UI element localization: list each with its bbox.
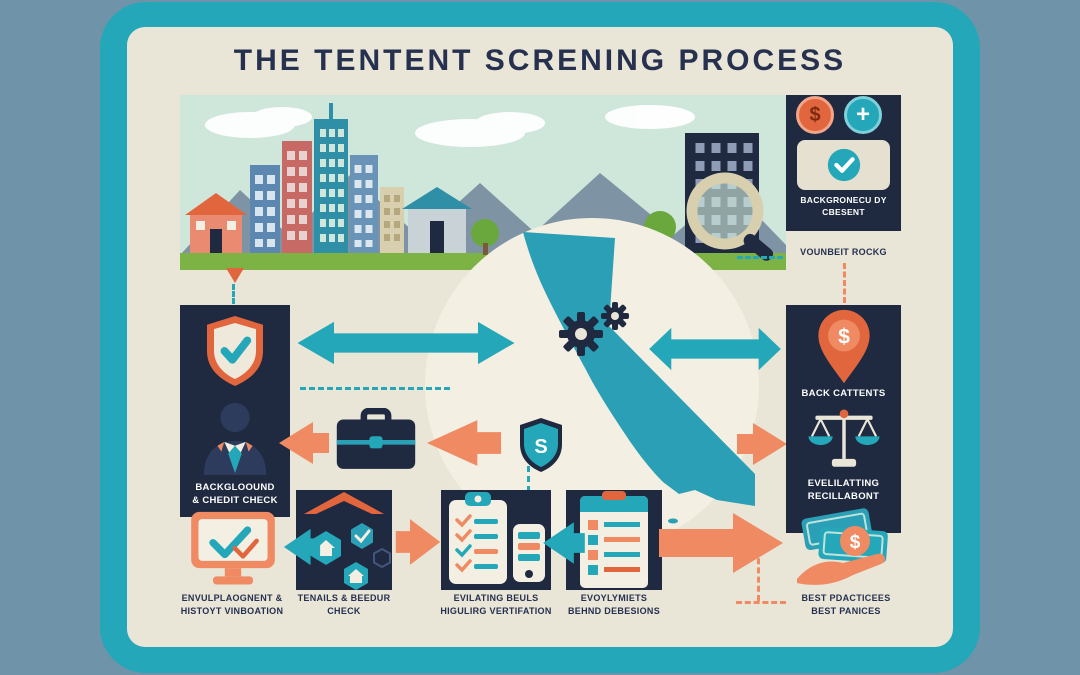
top-right-sidebar: $ + BACKGRONECU DY CBESENT [786, 95, 901, 231]
left-column-label: BACKGLOOUND & CHEDIT CHECK [192, 482, 278, 507]
california-map-icon [503, 226, 769, 526]
label-tenant-check: TENAILS & BEEDUR CHECK [297, 593, 391, 616]
orange-arrow-right-icon [735, 421, 789, 467]
dollar-badge-icon: $ [796, 96, 834, 134]
shield-check-icon [200, 310, 270, 392]
svg-text:$: $ [838, 325, 850, 348]
verified-card [797, 140, 890, 190]
plus-glyph: + [855, 101, 870, 128]
right-column-label-top: BACK CATTENTS [801, 388, 886, 399]
money-hand-icon: $ [793, 497, 897, 593]
down-arrow-icon [226, 268, 244, 283]
clipboard-phone-icon [449, 492, 545, 584]
shield-s-badge-icon: S [516, 416, 566, 474]
dashed-connector [232, 284, 235, 304]
plus-badge-icon: + [844, 96, 882, 134]
svg-text:$: $ [850, 532, 861, 553]
dollar-glyph: $ [809, 103, 821, 126]
orange-arrow-left-icon [424, 418, 504, 468]
cityscape-illustration [180, 95, 786, 270]
dashed-connector [757, 549, 760, 601]
teal-arrow-left-icon [541, 519, 587, 567]
label-best-practices: BEST PDACTICEES BEST PANICES [801, 593, 891, 616]
right-column-label-bottom: EVELILATTING RECILLABONT [807, 478, 880, 503]
orange-arrow-left-icon [277, 420, 331, 466]
dashed-connector [843, 263, 846, 303]
dashed-connector [736, 601, 786, 604]
rental-verification-panel [441, 490, 551, 590]
label-decisions: EVOYLYMIETS BEHND DEBESIONS [567, 593, 660, 616]
dashed-connector [300, 387, 450, 390]
orange-arrow-right-icon [394, 517, 442, 567]
house-hexagons-icon [304, 492, 391, 590]
label-rental-verification: EVILATING BEULS HIGULIRG VERTIFATION [440, 593, 552, 616]
top-right-subcaption: VOUNBEIT ROCKG [800, 247, 887, 257]
applicant-person-icon [196, 395, 274, 475]
magnifier-icon [686, 172, 774, 261]
left-column-panel: BACKGLOOUND & CHEDIT CHECK [180, 305, 290, 517]
gear-icon [559, 302, 629, 356]
right-column-panel: $ BACK CATTENTS EVELILATTING RECILLABONT [786, 305, 901, 533]
briefcase-icon [334, 407, 418, 472]
teal-arrow-left-icon [282, 526, 322, 568]
dollar-pin-icon: $ [813, 309, 875, 385]
double-arrow-right-icon [648, 325, 782, 373]
svg-text:S: S [534, 436, 547, 458]
dashed-connector [527, 466, 530, 492]
check-circle-icon [827, 148, 860, 182]
clouds [205, 105, 695, 147]
monitor-check-icon [186, 510, 280, 590]
label-employment-verification: ENVULPLAOGNENT & HISTOYT VINBOATION [180, 593, 284, 616]
top-right-caption: BACKGRONECU DY CBESENT [800, 195, 887, 217]
big-orange-arrow-right-icon [657, 509, 785, 577]
scales-of-justice-icon [805, 405, 883, 473]
page-title: THE TENTENT SCRENING PROCESS [233, 44, 847, 77]
double-arrow-left-icon [290, 319, 522, 367]
checklist-document-icon [580, 491, 648, 588]
dashed-connector [737, 256, 783, 259]
